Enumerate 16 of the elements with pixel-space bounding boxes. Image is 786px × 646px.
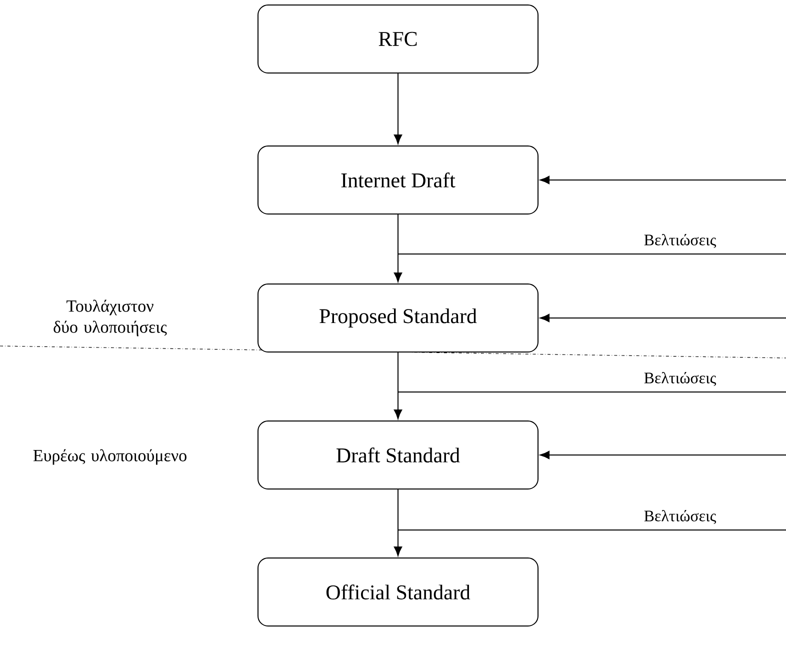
process-box: Draft Standard: [258, 420, 538, 490]
arrow: [394, 73, 402, 144]
process-box: RFC: [258, 4, 538, 74]
edge-label: Βελτιώσεις: [642, 370, 718, 388]
edge-label: Βελτιώσεις: [642, 508, 718, 526]
edge-label: Βελτιώσεις: [642, 232, 718, 250]
feedback-line: [398, 352, 786, 392]
process-box: Proposed Standard: [258, 284, 538, 352]
feedback-arrow: [540, 450, 786, 460]
side-note: Ευρέως υλοποιούμενο: [33, 449, 186, 465]
process-box: Internet Draft: [258, 146, 538, 214]
feedback-line: [398, 489, 786, 530]
process-box: Official Standard: [258, 558, 538, 626]
feedback-arrow: [540, 176, 786, 184]
side-note: Τουλάχιστον δύο υλοποιήσεις: [54, 300, 167, 336]
feedback-arrow: [540, 314, 786, 322]
